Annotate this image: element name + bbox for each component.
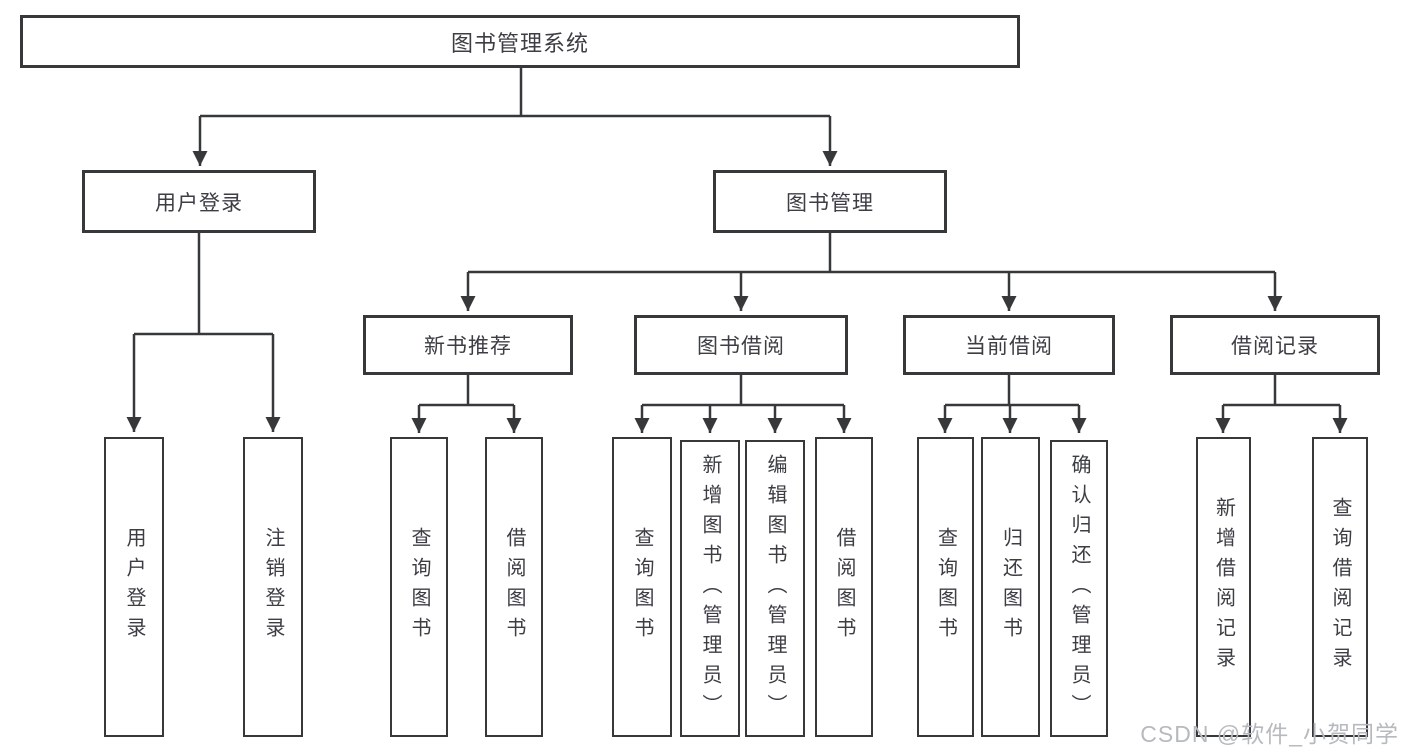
node-library-system: 图书管理系统 [20, 15, 1020, 68]
node-borrow-records: 借阅记录 [1170, 315, 1380, 375]
node-label: 图书借阅 [697, 335, 785, 358]
node-label: 归还图书 [999, 527, 1022, 647]
node-label: 用户登录 [123, 527, 145, 647]
leaf-query-borrow-record: 查询借阅记录 [1312, 437, 1368, 737]
node-label: 编辑图书（管理员） [764, 453, 786, 724]
leaf-query-books-current: 查询图书 [917, 437, 974, 737]
leaf-return-books: 归还图书 [981, 437, 1040, 737]
node-label: 当前借阅 [965, 335, 1053, 358]
node-new-book-recommend: 新书推荐 [363, 315, 573, 375]
node-label: 注销登录 [262, 527, 284, 647]
connector-book-management-children [468, 233, 1275, 274]
node-label: 借阅图书 [503, 527, 525, 647]
node-label: 查询借阅记录 [1329, 497, 1351, 677]
leaf-add-borrow-record: 新增借阅记录 [1196, 437, 1251, 737]
connector-user-login-children [134, 233, 273, 336]
connector-new-book-children [419, 375, 514, 407]
node-label: 借阅图书 [833, 527, 855, 647]
node-label: 确认归还（管理员） [1068, 453, 1090, 724]
node-label: 新增图书（管理员） [699, 453, 721, 724]
node-label: 新书推荐 [424, 335, 512, 358]
node-current-borrow: 当前借阅 [903, 315, 1115, 375]
node-label: 新增借阅记录 [1212, 497, 1235, 677]
leaf-borrow-books: 借阅图书 [815, 437, 873, 737]
node-label: 查询图书 [631, 527, 653, 647]
node-label: 图书管理 [786, 191, 874, 215]
node-book-management: 图书管理 [713, 170, 947, 233]
connector-borrow-records-children [1223, 375, 1340, 407]
node-label: 查询图书 [934, 527, 957, 647]
leaf-add-books-admin: 新增图书（管理员） [680, 440, 740, 737]
node-label: 查询图书 [408, 527, 430, 647]
leaf-query-books-recommend: 查询图书 [390, 437, 448, 737]
leaf-user-login: 用户登录 [104, 437, 164, 737]
node-user-login: 用户登录 [82, 170, 316, 233]
connector-current-borrow-children [945, 375, 1079, 407]
node-label: 用户登录 [155, 191, 243, 215]
leaf-logout-login: 注销登录 [243, 437, 303, 737]
watermark-text: CSDN @软件_小贺同学 [1140, 721, 1399, 747]
leaf-borrow-books-recommend: 借阅图书 [485, 437, 543, 737]
connector-root-level2 [200, 68, 830, 118]
node-label: 图书管理系统 [450, 30, 589, 56]
node-book-borrow: 图书借阅 [634, 315, 848, 375]
leaf-confirm-return-admin: 确认归还（管理员） [1050, 440, 1108, 737]
connector-book-borrow-children [642, 375, 844, 407]
leaf-edit-books-admin: 编辑图书（管理员） [745, 440, 805, 737]
leaf-query-books-borrow: 查询图书 [612, 437, 672, 737]
node-label: 借阅记录 [1231, 335, 1319, 358]
